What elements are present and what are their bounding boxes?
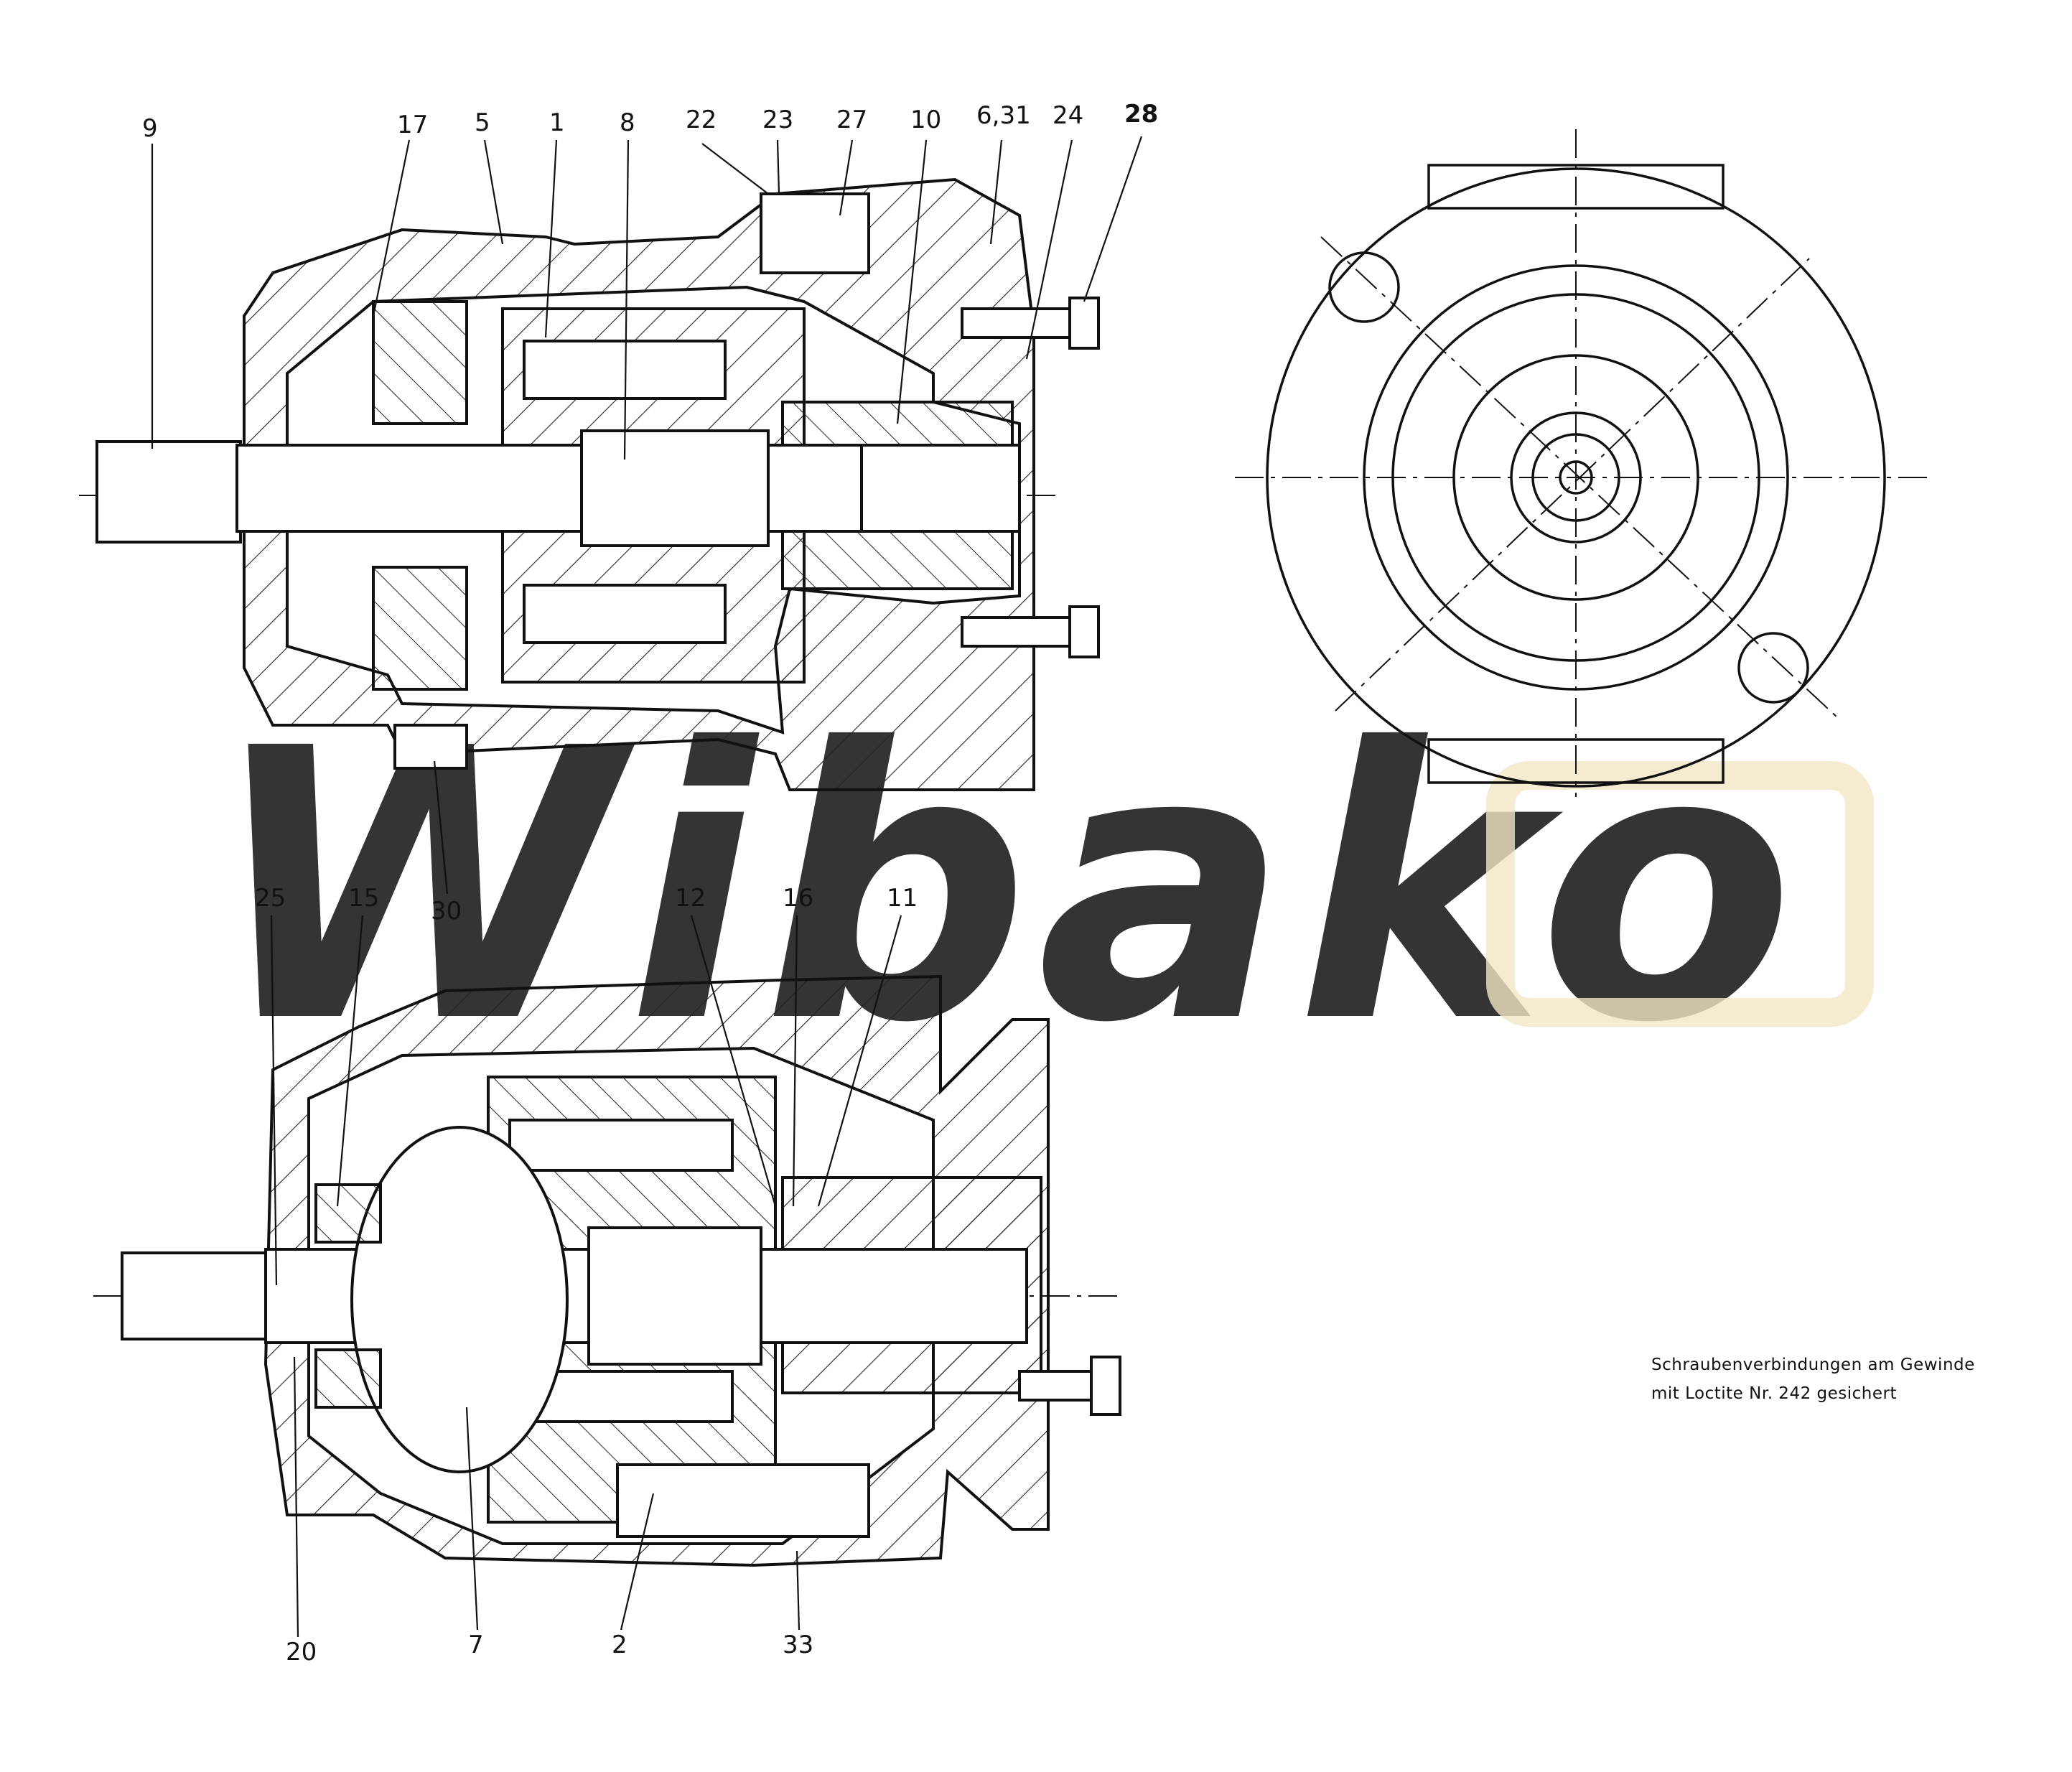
drive-shaft-key xyxy=(95,440,242,544)
callout-17: 17 xyxy=(397,111,428,139)
front-bearing-block-lower xyxy=(372,566,468,691)
housing-outline xyxy=(1266,167,1886,788)
callout-9: 9 xyxy=(142,114,158,143)
port-fitting xyxy=(760,192,870,274)
control-piston xyxy=(616,1463,870,1538)
piston-upper xyxy=(523,340,727,400)
end-view xyxy=(1235,129,1931,797)
callout-22: 22 xyxy=(686,106,717,134)
bolt-b xyxy=(1018,1356,1121,1416)
callout-30: 30 xyxy=(431,897,462,925)
callout-33: 33 xyxy=(783,1631,813,1659)
drain-plug xyxy=(393,724,468,770)
callout-20: 20 xyxy=(286,1638,317,1666)
callout-16: 16 xyxy=(783,884,813,913)
top-section-view xyxy=(79,177,1100,791)
callout-12: 12 xyxy=(675,884,706,913)
assembly-note: Schraubenverbindungen am Gewinde mit Loc… xyxy=(1651,1356,1975,1403)
callout-8: 8 xyxy=(620,108,635,137)
callout-5: 5 xyxy=(475,108,490,137)
callout-10: 10 xyxy=(910,106,941,134)
boss-ring xyxy=(1452,354,1699,601)
shaft-collar xyxy=(580,429,770,547)
piston-top-b xyxy=(508,1119,734,1172)
shaft-collar-b xyxy=(587,1226,762,1366)
mount-flange-bottom xyxy=(1427,738,1725,784)
callout-6-31: 6,31 xyxy=(976,101,1031,130)
bolt-bottom xyxy=(961,605,1100,658)
bearing-b-top xyxy=(314,1183,382,1244)
shaft-center xyxy=(1559,460,1593,495)
callouts: 9 17 5 1 8 22 23 27 10 6,31 24 28 30 25 … xyxy=(142,100,1158,1666)
callout-25: 25 xyxy=(255,884,286,913)
callout-27: 27 xyxy=(836,106,867,134)
diag-line-2 xyxy=(1335,258,1810,712)
watermark-logo-box xyxy=(1486,761,1874,1027)
bolt-hole-upper-left xyxy=(1328,251,1400,323)
bolt-top xyxy=(961,297,1100,350)
mount-flange-top xyxy=(1427,164,1725,210)
bottom-section-view xyxy=(93,974,1121,1567)
note-line-2: mit Loctite Nr. 242 gesichert xyxy=(1651,1384,1897,1403)
callout-15: 15 xyxy=(348,884,379,913)
flange-ring xyxy=(1363,264,1789,691)
callout-11: 11 xyxy=(887,884,918,913)
shaft-ring xyxy=(1510,411,1642,544)
bearing-b-bot xyxy=(314,1348,382,1409)
shaft-end xyxy=(860,444,1021,533)
leader-lines xyxy=(151,136,1143,1638)
shaft-ring-inner xyxy=(1531,433,1620,522)
piston-lower xyxy=(523,584,727,644)
callout-28: 28 xyxy=(1124,100,1158,129)
callout-24: 24 xyxy=(1053,101,1083,130)
shaft-key-b xyxy=(121,1251,274,1340)
note-line-1: Schraubenverbindungen am Gewinde xyxy=(1651,1356,1975,1374)
bolt-hole-lower-right xyxy=(1737,632,1809,704)
callout-7: 7 xyxy=(468,1631,484,1659)
callout-2: 2 xyxy=(612,1631,627,1659)
callout-23: 23 xyxy=(762,106,793,134)
flange-ring-inner xyxy=(1391,293,1760,662)
callout-1: 1 xyxy=(549,108,565,137)
front-bearing-block xyxy=(372,300,468,425)
swash-plate xyxy=(350,1126,569,1473)
